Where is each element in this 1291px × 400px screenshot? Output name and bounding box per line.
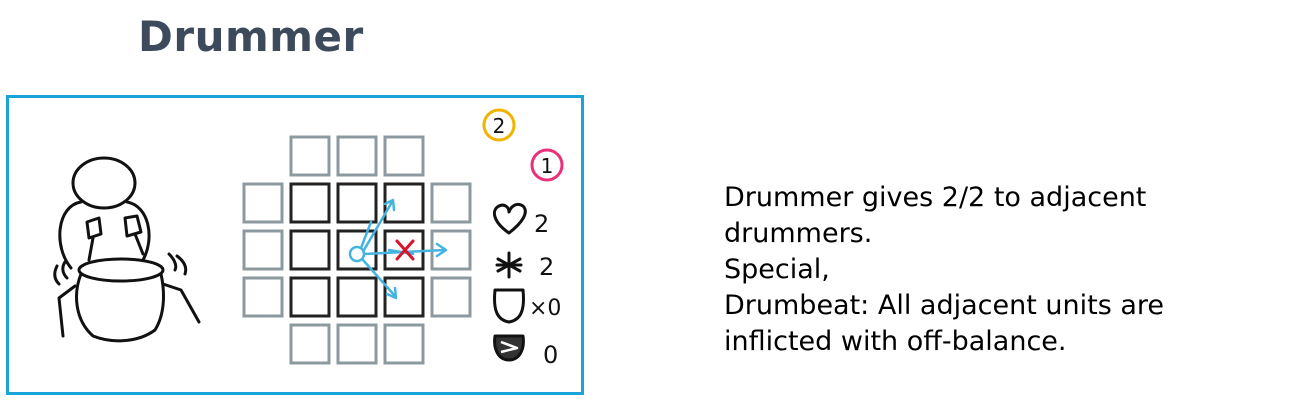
description-line: Drumbeat: All adjacent units are [724, 290, 1165, 321]
attack-value: 2 [539, 253, 554, 281]
special-value: 0 [543, 341, 558, 369]
grid-outer [242, 135, 472, 365]
cost-badge-circle [482, 108, 516, 142]
shield-value: ×0 [529, 296, 561, 321]
level-badge-text: 1 [541, 154, 554, 178]
description-line: drummers. [724, 218, 873, 249]
special-face-icon [493, 334, 525, 362]
shield-icon [493, 288, 525, 324]
asterisk-icon [495, 251, 523, 279]
description-line: inflicted with off-balance. [724, 326, 1067, 357]
cost-badge-text: 2 [493, 114, 506, 138]
description-line: Drummer gives 2/2 to adjacent [724, 182, 1147, 213]
unit-description: Drummer gives 2/2 to adjacent drummers. … [724, 180, 1164, 360]
unit-title: Drummer [138, 12, 364, 61]
unit-card: 2 1 2 2 ×0 0 [6, 95, 584, 395]
health-value: 2 [534, 210, 549, 238]
description-line: Special, [724, 254, 830, 285]
level-badge-circle [530, 148, 564, 182]
drumbeat-arrows [348, 198, 448, 300]
card-art: 2 1 2 2 ×0 0 [53, 108, 564, 369]
target-x-mark [395, 239, 415, 261]
drummer-sketch [53, 156, 201, 343]
heart-icon [492, 202, 527, 235]
